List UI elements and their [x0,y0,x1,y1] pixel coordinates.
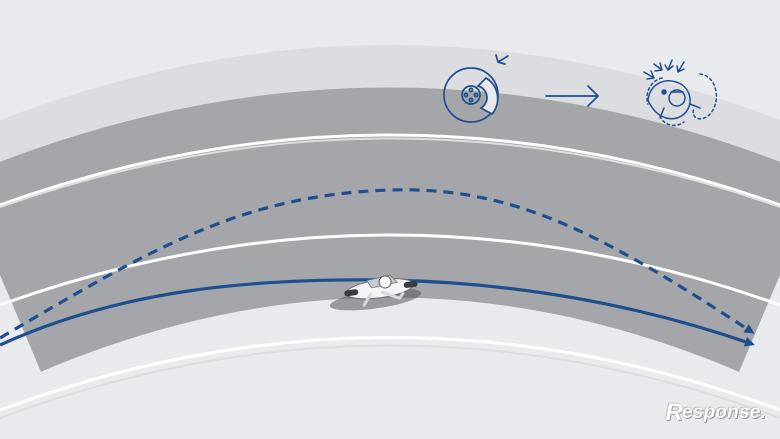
motorcycle-rider-icon [329,274,422,311]
inner-shoulder-line [0,344,780,419]
road-surface [0,87,780,372]
outer-edge-line [0,133,780,207]
watermark-rest: esponse. [682,402,766,423]
brake-disc-icon [443,54,509,123]
inner-edge-line [0,336,780,412]
inner-shoulder [0,341,780,439]
inner-edge-line-top [0,137,780,208]
arrow-right-icon [545,85,600,107]
rider-motorcycle-icon [643,59,718,127]
response-watermark: R esponse. [665,399,766,427]
center-lane-line [0,233,780,307]
watermark-initial: R [665,399,684,426]
